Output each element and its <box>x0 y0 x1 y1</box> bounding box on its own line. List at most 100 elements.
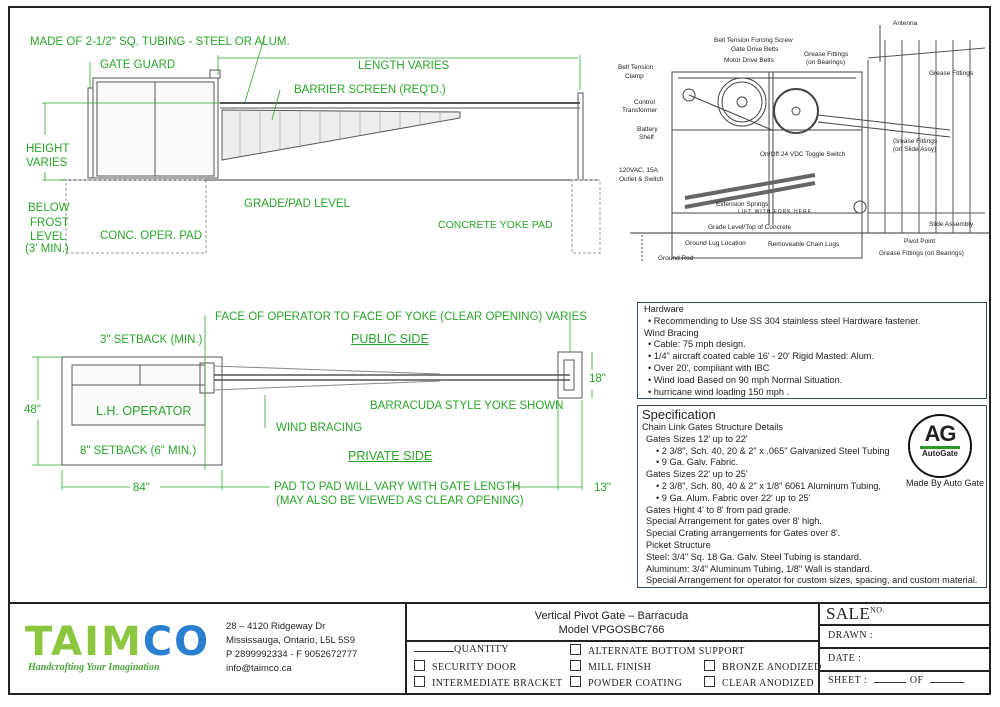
quantity-field[interactable]: QUANTITY <box>414 644 509 655</box>
sale-label: SALENO. <box>826 604 885 623</box>
fork-label: LIFT WITH FORK HERE <box>738 209 812 215</box>
barrier-screen-label: BARRIER SCREEN (REQ'D.) <box>294 84 446 96</box>
toggle-label: On/Off 24 VDC Toggle Switch <box>760 151 846 158</box>
hardware-box: Hardware Recommending to Use SS 304 stai… <box>637 302 987 399</box>
dim-13: 13" <box>594 482 611 494</box>
elevation-view <box>60 69 601 254</box>
wind-item: hurricane wind loading 150 mph . <box>644 387 980 399</box>
spec-line: Special Arrangement for operator for cus… <box>646 575 978 586</box>
wind-item: Wind load Based on 90 mph Normal Situati… <box>644 375 980 387</box>
wind-item: 1/4" aircraft coated cable 16' - 20' Rig… <box>644 351 980 363</box>
yoke-pad-label: CONCRETE YOKE PAD <box>438 219 553 231</box>
dim-18: 18" <box>589 373 606 385</box>
checkbox-mill-finish[interactable]: MILL FINISH <box>570 660 651 673</box>
varies-label: VARIES <box>26 157 68 169</box>
antenna-label: Antenna <box>893 20 918 27</box>
elevation-dimensions <box>42 34 581 181</box>
pivot-label: Pivot Point <box>904 238 936 245</box>
wind-item: Over 20', compliant with IBC <box>644 363 980 375</box>
yoke-label: BARRACUDA STYLE YOKE SHOWN <box>370 400 564 412</box>
min-label: (3' MIN.) <box>25 243 69 255</box>
setback-8-label: 8" SETBACK (6" MIN.) <box>80 445 197 457</box>
outlet-label-2: Outlet & Switch <box>619 176 664 183</box>
pad-to-pad-label: PAD TO PAD WILL VARY WITH GATE LENGTH <box>274 481 521 493</box>
spec-line: Gates Sizes 22' up to 25' <box>646 469 748 480</box>
title-block: TAIMCO Handcrafting Your Imagination 28 … <box>8 602 991 697</box>
screw-label: Belt Tension Forcing Screw <box>714 37 793 44</box>
checkbox-powder-coating[interactable]: POWDER COATING <box>570 676 682 689</box>
checkbox-alternate-bottom-support[interactable]: ALTERNATE BOTTOM SUPPORT <box>570 644 745 657</box>
spec-line: 9 Ga. Alum. Fabric over 22' up to 25' <box>642 493 980 505</box>
grease-slide-label-2: (on Slide Assy) <box>893 146 937 153</box>
address-line-2: Mississauga, Ontario, L5L 5S9 <box>226 635 356 646</box>
wind-bracing-label: WIND BRACING <box>276 422 363 434</box>
checkbox-intermediate-bracket[interactable]: INTERMEDIATE BRACKET <box>414 676 563 689</box>
grade-label: GRADE/PAD LEVEL <box>244 198 350 210</box>
level-label: LEVEL <box>30 231 66 243</box>
specification-box: Specification Chain Link Gates Structure… <box>637 405 987 588</box>
gate-guard-label: GATE GUARD <box>100 59 176 71</box>
setback-3-label: 3" SETBACK (MIN.) <box>100 334 203 346</box>
spec-line: Gates Sizes 12' up to 22' <box>646 433 748 444</box>
drawing-title: Vertical Pivot Gate – Barracuda <box>534 610 689 622</box>
below-label: BELOW <box>28 202 70 214</box>
hardware-title: Hardware <box>644 304 684 314</box>
oper-pad-label: CONC. OPER. PAD <box>100 230 203 242</box>
grease-bearings-label: Grease Fittings <box>804 51 849 58</box>
operator-label: L.H. OPERATOR <box>96 404 192 418</box>
private-side-label: PRIVATE SIDE <box>348 449 433 463</box>
sheet-label: SHEET : <box>828 675 868 686</box>
spec-line: 2 3/8", Sch. 40, 20 & 2" x .065" Galvani… <box>642 446 980 458</box>
phone: P 2899992334 - F 9052672777 <box>226 649 358 660</box>
frost-label: FROST <box>30 217 69 229</box>
checkbox-security-door[interactable]: SECURITY DOOR <box>414 660 517 673</box>
outlet-label: 120VAC, 15A <box>619 167 658 174</box>
drawing-frame <box>8 6 991 695</box>
sale-no-label: NO. <box>870 605 885 615</box>
autogate-logo: AG AutoGate <box>908 414 972 478</box>
wind-item: Cable: 75 mph design. <box>644 339 980 351</box>
spec-line: 9 Ga. Galv. Fabric. <box>642 457 980 469</box>
chain-lugs-label: Removeable Chain Lugs <box>768 241 840 248</box>
spec-line: Gates Hight 4' to 8' from pad grade. <box>646 504 791 515</box>
ground-rod-label: Ground Rod <box>658 255 694 262</box>
address-line-1: 28 – 4120 Ridgeway Dr <box>226 621 326 632</box>
model-number: Model VPGOSBC766 <box>558 624 665 636</box>
plan-dimensions <box>32 315 593 490</box>
clamp-label: Belt Tension <box>618 64 654 71</box>
spec-subtitle: Chain Link Gates Structure Details <box>642 422 783 432</box>
clear-opening-label: FACE OF OPERATOR TO FACE OF YOKE (CLEAR … <box>215 311 587 323</box>
tubing-note: MADE OF 2-1/2" SQ. TUBING - STEEL OR ALU… <box>30 36 290 48</box>
drawn-label: DRAWN : <box>828 630 874 641</box>
transformer-label-2: Transformer <box>622 107 658 114</box>
of-label: OF <box>909 675 924 686</box>
grease-bearings-label-2: (on Bearings) <box>806 59 846 66</box>
battery-label-2: Shelf <box>639 134 654 141</box>
email-link[interactable]: info@taimco.ca <box>226 663 292 674</box>
length-varies-label: LENGTH VARIES <box>358 60 450 72</box>
height-label: HEIGHT <box>26 143 70 155</box>
tagline: Handcrafting Your Imagination <box>28 662 160 673</box>
motor-belts-label: Motor Drive Belts <box>724 57 774 64</box>
checkbox-clear-anodized[interactable]: CLEAR ANODIZED <box>704 676 814 689</box>
transformer-label: Control <box>634 99 655 106</box>
spec-line: Steel: 3/4" Sq. 18 Ga. Galv. Steel Tubin… <box>646 551 862 562</box>
grade-level-label: Grade Level/Top of Concrete <box>708 224 792 231</box>
spec-line: Special Crating arrangements for Gates o… <box>646 528 841 539</box>
clear-opening-note: (MAY ALSO BE VIEWED AS CLEAR OPENING) <box>276 495 524 507</box>
spec-line: 2 3/8", Sch. 80, 40 & 2" x 1/8" 6061 Alu… <box>642 481 980 493</box>
hardware-item: Recommending to Use SS 304 stainless ste… <box>644 316 980 328</box>
spec-title: Specification <box>642 407 716 422</box>
made-by-label: Made By Auto Gate <box>906 478 985 488</box>
ground-lug-label: Ground Lug Location <box>685 240 746 247</box>
springs-label: Extension Springs <box>716 201 769 208</box>
taimco-logo: TAIMCO <box>25 619 211 665</box>
checkbox-bronze-anodized[interactable]: BRONZE ANODIZED <box>704 660 822 673</box>
sheet-field[interactable]: SHEET : OF <box>828 675 965 686</box>
quantity-label: QUANTITY <box>454 644 509 655</box>
dim-48: 48" <box>24 404 41 416</box>
grease-bottom-label: Grease Fittings (on Bearings) <box>879 250 964 257</box>
date-label: DATE : <box>828 653 862 664</box>
gate-belts-label: Gate Drive Belts <box>731 46 779 53</box>
